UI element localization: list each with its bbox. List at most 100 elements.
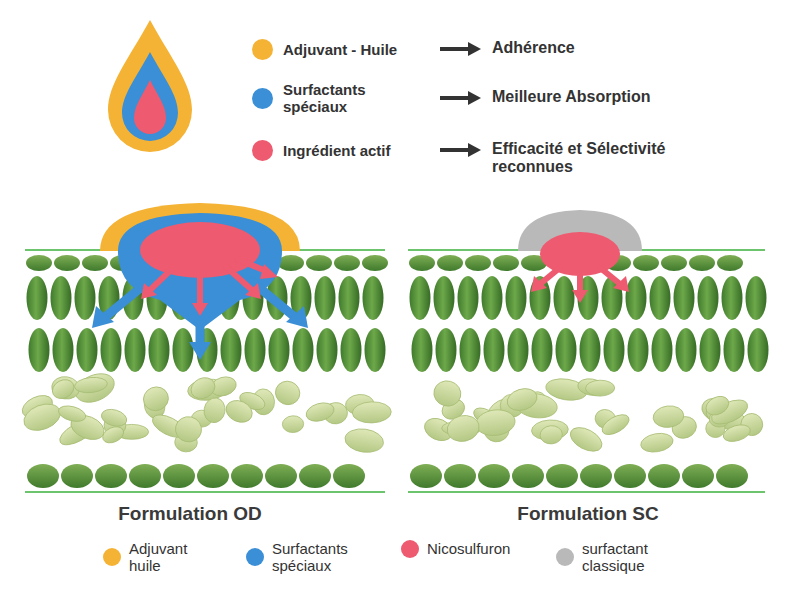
- leaf-section-part: [676, 328, 697, 372]
- leaf-section-part: [61, 464, 93, 488]
- leaf-section-part: [304, 400, 336, 424]
- leaf-section-part: [721, 422, 752, 445]
- sc-droplet-part-part: [577, 270, 583, 292]
- leaf-section-part: [269, 328, 290, 372]
- leaf-section-part: [29, 328, 50, 372]
- leaf-section-part: [628, 328, 649, 372]
- leaf-section-part: [197, 464, 229, 488]
- od-droplet-part: [140, 222, 260, 278]
- leaf-section-part: [282, 415, 304, 433]
- leaf-section-part: [99, 407, 128, 429]
- leaf-section-part: [245, 328, 266, 372]
- leaf-section-part: [650, 276, 671, 320]
- drop-icon: [108, 20, 192, 152]
- leaf-section-part: [75, 276, 96, 320]
- leaf-section-part: [408, 491, 765, 493]
- leaf-section-part: [77, 328, 98, 372]
- od-droplet-part-part: [192, 303, 208, 316]
- leaf-section-part: [409, 255, 435, 271]
- leaf-section-part: [51, 276, 72, 320]
- legend-arrow-part: [468, 91, 481, 105]
- legend-text: Adjuvant - Huile: [283, 41, 433, 58]
- leaf-section-part: [580, 328, 601, 372]
- effect-text: Efficacité et Sélectivité reconnues: [492, 140, 707, 177]
- leaf-section-part: [698, 276, 719, 320]
- legend-entry: Surfactants spéciaux: [252, 81, 393, 116]
- leaf-section-part: [512, 464, 544, 488]
- leaf-section-part: [746, 276, 767, 320]
- leaf-section-part: [306, 255, 332, 271]
- od-droplet-part-part: [197, 270, 203, 305]
- leaf-section-part: [410, 276, 431, 320]
- legend-text: Surfactants spéciaux: [272, 540, 384, 575]
- leaf-section-part: [101, 328, 122, 372]
- leaf-section-part: [317, 328, 338, 372]
- leaf-section-part: [74, 376, 108, 394]
- legend-text: Surfactants spéciaux: [283, 81, 393, 116]
- leaf-section-part: [365, 328, 386, 372]
- leaf-section-part: [724, 328, 745, 372]
- legend-text: Ingrédient actif: [283, 142, 393, 159]
- leaf-section-part: [580, 464, 612, 488]
- leaf-section-part: [689, 255, 715, 271]
- od-droplet-part: [141, 258, 278, 316]
- leaf-section-part: [585, 380, 614, 396]
- od-droplet-part-part: [245, 283, 261, 299]
- od-droplet-part: [118, 213, 282, 330]
- sc-droplet-part-part: [613, 276, 629, 292]
- legend-swatch: [401, 540, 419, 558]
- leaf-section-part: [604, 328, 625, 372]
- leaf-section-part: [539, 425, 563, 445]
- od-droplet: [92, 203, 308, 360]
- leaf-section-part: [700, 328, 721, 372]
- legend-arrow-part: [440, 96, 470, 100]
- leaf-section-part: [626, 276, 647, 320]
- leaf-section-part: [652, 404, 685, 429]
- legend-swatch: [252, 140, 273, 161]
- leaf-section-part: [566, 423, 605, 456]
- leaf-section-part: [478, 464, 510, 488]
- legend-arrow: [440, 42, 481, 157]
- leaf-section-part: [412, 328, 433, 372]
- leaf-section-part: [362, 255, 388, 271]
- leaf-section-part: [661, 255, 687, 271]
- drop-icon-part: [122, 52, 178, 141]
- legend-swatch: [103, 548, 121, 566]
- legend-text: surfactant classique: [582, 540, 682, 575]
- sc-droplet-part: [531, 266, 629, 303]
- leaf-section-part: [682, 464, 714, 488]
- leaf-section-part: [27, 276, 48, 320]
- leaf-section-part: [125, 328, 146, 372]
- leaf-section-part: [652, 328, 673, 372]
- leaf-section-part: [748, 328, 769, 372]
- leaf-section-part: [633, 255, 659, 271]
- leaf-section-part: [231, 464, 263, 488]
- legend-arrow-part: [468, 143, 481, 157]
- leaf-section-part: [445, 412, 482, 444]
- leaf-section-part: [530, 276, 551, 320]
- leaf-section-part: [546, 464, 578, 488]
- sc-droplet-part-part: [531, 276, 547, 292]
- legend-swatch: [252, 88, 273, 109]
- leaf-section-part: [265, 464, 297, 488]
- leaf-section-part: [410, 464, 442, 488]
- leaf-section-part: [149, 328, 170, 372]
- legend-arrow-part: [468, 42, 481, 56]
- leaf-section-part: [717, 255, 743, 271]
- legend-swatch: [556, 548, 574, 566]
- leaf-section-part: [722, 276, 743, 320]
- leaf-section-part: [315, 276, 336, 320]
- sc-droplet-part-part: [598, 266, 620, 284]
- legend-entry: Surfactants spéciaux: [246, 540, 384, 575]
- leaf-section-part: [163, 464, 195, 488]
- leaf-section-part: [53, 328, 74, 372]
- leaf-section-part: [278, 255, 304, 271]
- leaf-section-part: [504, 385, 539, 414]
- sc-droplet-part: [540, 232, 620, 276]
- leaf-section-part: [26, 255, 52, 271]
- leaf-section-part: [293, 328, 314, 372]
- leaf-section-part: [129, 464, 161, 488]
- od-droplet-part-part: [104, 280, 150, 318]
- leaf-section-part: [82, 255, 108, 271]
- leaf-section-part: [272, 378, 303, 409]
